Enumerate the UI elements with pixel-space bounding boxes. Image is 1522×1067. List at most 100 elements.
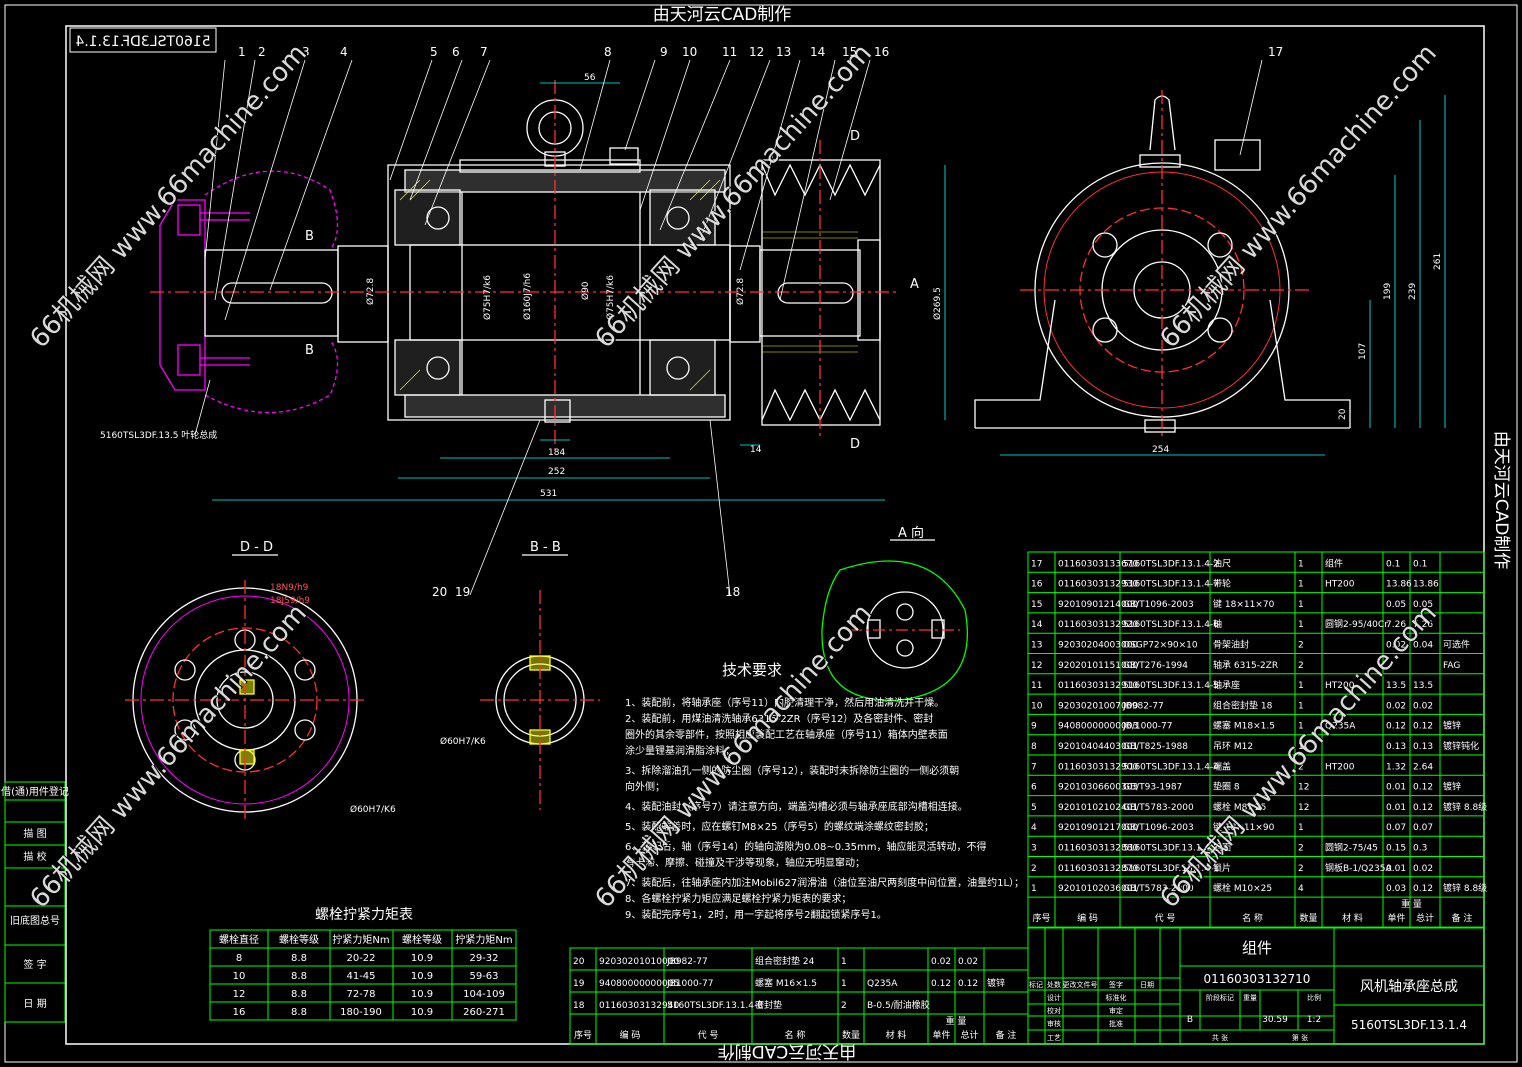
tech-line: 3、拆除溜油孔一侧的防尘圈（序号12），装配时未拆除防尘圈的一侧必须朝 <box>625 764 959 777</box>
tb-label: 校对 <box>1047 1006 1061 1015</box>
torque-header: 螺栓等级 <box>402 933 442 946</box>
dim-531: 531 <box>540 489 557 499</box>
bom-cell: FAG <box>1443 661 1460 671</box>
bom-cell: 0.13 <box>1386 742 1406 752</box>
view-label-dd: D - D <box>240 540 273 555</box>
view-labels: D - D B - B A 向 B B A D D <box>240 129 924 555</box>
torque-cell: 10.9 <box>411 953 433 964</box>
bom-cell: 0.12 <box>1386 722 1406 732</box>
bom-cell: 3 <box>1031 844 1037 854</box>
leader-note: 5160TSL3DF.13.5 叶轮总成 <box>100 429 217 441</box>
title-component: 组件 <box>1242 939 1272 957</box>
balloon-15: 15 <box>842 45 857 59</box>
bom-cell: 1 <box>1298 722 1304 732</box>
bom-weight-header: 重 量 <box>946 1015 967 1027</box>
balloon-2: 2 <box>258 45 266 59</box>
bom-cell: 0.1 <box>1413 559 1427 569</box>
bom-header: 单件 <box>932 1029 950 1041</box>
bom-cell: 94080000000005 <box>599 979 679 989</box>
bom-cell: 螺塞 M18×1.5 <box>1213 720 1275 732</box>
tech-line: 向外侧； <box>625 780 665 793</box>
bom-cell: 0.12 <box>1413 722 1433 732</box>
bom-header: 数量 <box>842 1029 860 1041</box>
bom-cell: 骨架油封 <box>1213 639 1249 651</box>
bom-header: 序号 <box>1032 912 1050 924</box>
tb-label: 比例 <box>1307 993 1321 1002</box>
bom-cell: 9 <box>1031 722 1037 732</box>
dim-199: 199 <box>1383 283 1393 300</box>
bom-cell: 镀锌 <box>1443 720 1461 732</box>
outer-border <box>4 4 1518 1063</box>
torque-header: 拧紧力矩Nm <box>332 933 389 946</box>
tech-line: 有卡滞、摩擦、碰撞及干涉等现象，轴应无明显窜动； <box>625 856 865 869</box>
bom-cell: 13 <box>1031 641 1042 651</box>
bom-header: 名 称 <box>785 1029 806 1041</box>
bom-cell: 11 <box>1031 681 1042 691</box>
bom-cell: 带轮 <box>1213 578 1231 590</box>
tb-label: 审核 <box>1047 1019 1061 1028</box>
dim-phi90: Ø90 <box>580 281 591 300</box>
torque-title: 螺栓拧紧力矩表 <box>315 907 413 923</box>
bom-cell: 0.12 <box>1413 783 1433 793</box>
bom-cell: 4 <box>1298 884 1304 894</box>
torque-cell: 8.8 <box>291 989 307 1000</box>
bom-cell: 0.02 <box>1386 641 1406 651</box>
torque-cell: 10.9 <box>411 971 433 982</box>
bom-cell: 钢板B-1/Q235A <box>1325 862 1392 874</box>
torque-cell: 59-63 <box>469 971 498 982</box>
tech-line: 4、装配油封（序号7）请注意方向，端盖沟槽必须与轴承座底部沟槽相连接。 <box>625 800 968 813</box>
bom-cell: 镀锌 <box>987 977 1005 989</box>
bom-cell: 组件 <box>1325 557 1343 569</box>
bom-cell: 2 <box>1298 762 1304 772</box>
bom-cell: 1 <box>1031 884 1037 894</box>
bom-cell: 0.12 <box>1413 803 1433 813</box>
bom-cell: 2 <box>1298 641 1304 651</box>
bom-cell: 5160TSL3DF.13.1.4-2 <box>1123 559 1219 569</box>
tb-label: 阶段标记 <box>1206 993 1234 1002</box>
bom-cell: 13.5 <box>1386 681 1406 691</box>
torque-cell: 16 <box>233 1007 246 1018</box>
dim-phi75b: Ø75H7/k6 <box>605 275 616 320</box>
balloon-3: 3 <box>302 45 310 59</box>
torque-cell: 8.8 <box>291 971 307 982</box>
bom-header: 代 号 <box>698 1030 719 1041</box>
torque-header: 拧紧力矩Nm <box>455 933 512 946</box>
bom-cell: 0.04 <box>1413 641 1433 651</box>
balloon-11: 11 <box>722 45 737 59</box>
bom-cell: 1 <box>1298 701 1304 711</box>
bom-cell: 5160TSL3DF.13.1.4-4 <box>1123 762 1219 772</box>
stamp-label: 描 图 <box>23 827 46 840</box>
bom-cell: 10 <box>1031 701 1043 711</box>
bom-cell: 5160TSL3DF.13.1.4-3 <box>1123 844 1219 854</box>
bom-cell: GB/T5783-2000 <box>1123 803 1194 813</box>
balloon-17: 17 <box>1268 45 1283 59</box>
bom-cell: 组合密封垫 24 <box>755 955 815 967</box>
bom-cell: 垫圈 8 <box>1213 781 1240 793</box>
bom-cell: 92010102102401 <box>1058 803 1138 813</box>
bom-cell: 键 18×11×70 <box>1213 598 1275 610</box>
bom-header: 材 料 <box>886 1029 907 1041</box>
coupling-part <box>159 170 339 414</box>
bom-cell: 0.12 <box>1413 884 1433 894</box>
tb-label: 标准化 <box>1106 993 1127 1002</box>
bom-cell: 1.32 <box>1386 762 1406 772</box>
section-mark-b1: B <box>305 229 314 244</box>
bom-cell: 5 <box>1031 803 1037 813</box>
view-label-a: A 向 <box>898 525 924 541</box>
tech-line: 7、装配后，往轴承座内加注Mobil627润滑油（油位至油尺两刻度中间位置，油量… <box>625 876 1024 889</box>
bom-header: 代 号 <box>1155 913 1176 924</box>
bom-cell: 4 <box>1031 823 1037 833</box>
bom-cell: 5160TSL3DF.13.1.4-5 <box>1123 681 1219 691</box>
dim-56: 56 <box>584 73 596 83</box>
bom-weight-header: 重 量 <box>1401 898 1422 910</box>
bom-cell: GB/T1096-2003 <box>1123 600 1194 610</box>
bom-cell: Q235A <box>1325 722 1356 732</box>
bom-cell: OSGP72×90×10 <box>1123 641 1198 651</box>
torque-cell: 12 <box>233 989 246 1000</box>
torque-cell: 41-45 <box>346 971 375 982</box>
bom-cell: 镀锌 8.8级 <box>1443 882 1487 894</box>
